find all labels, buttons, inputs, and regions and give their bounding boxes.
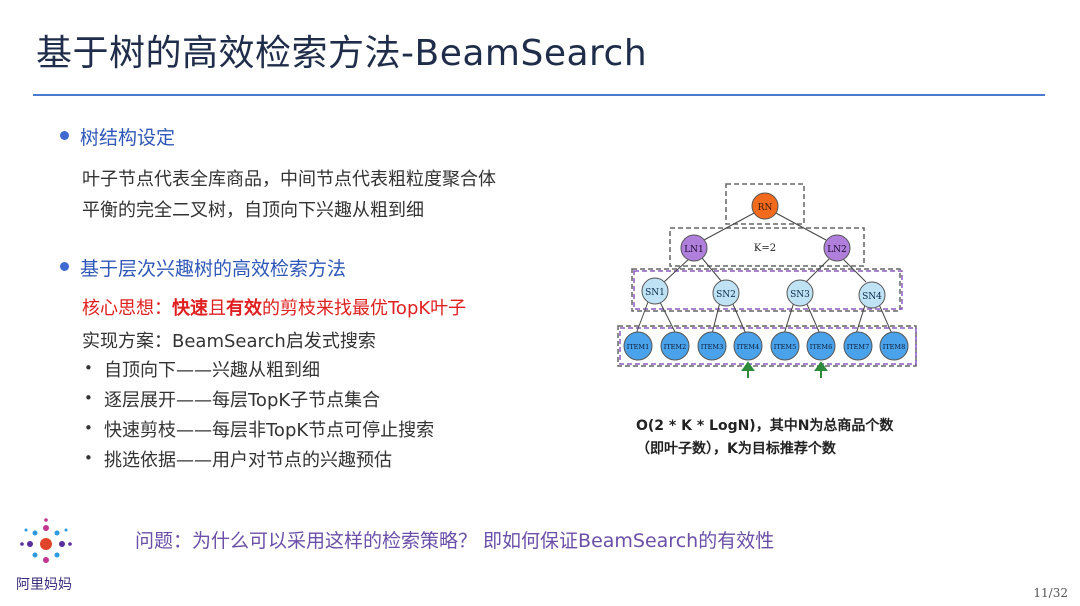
beam-search-tree-diagram: RN K=2 LN1 LN2 SN1 SN2 SN3 SN4 ITEM1 ITE… bbox=[617, 183, 917, 378]
level2-node bbox=[712, 279, 740, 307]
section1-bullet bbox=[60, 131, 69, 140]
logo-text: 阿里妈妈 bbox=[16, 577, 72, 593]
section1-heading: 树结构设定 bbox=[80, 127, 176, 149]
core-idea-bold-effective: 有效 bbox=[226, 298, 262, 319]
bullet-marker: • bbox=[84, 449, 93, 467]
question-text: 问题：为什么可以采用这样的检索策略？ 即如何保证BeamSearch的有效性 bbox=[135, 530, 775, 552]
leaf-node bbox=[660, 331, 690, 361]
core-idea-bold-fast: 快速 bbox=[172, 298, 208, 319]
tree-edges bbox=[635, 211, 893, 335]
selection-arrows bbox=[741, 361, 828, 378]
level3-selection-highlight bbox=[619, 327, 917, 365]
level1-box bbox=[669, 227, 865, 267]
leaf-node bbox=[843, 331, 873, 361]
leaf-node bbox=[770, 331, 800, 361]
level1-node-label: LN2 bbox=[827, 245, 847, 255]
title-divider bbox=[33, 94, 1045, 96]
bullet-marker: • bbox=[84, 389, 93, 407]
leaf-node-label: ITEM6 bbox=[810, 343, 832, 351]
level2-node-label: SN4 bbox=[862, 292, 882, 302]
page-number: 11/32 bbox=[1033, 586, 1068, 600]
level1-node-label: LN1 bbox=[684, 245, 704, 255]
level2-node-label: SN2 bbox=[716, 290, 736, 300]
leaf-node bbox=[879, 331, 909, 361]
arrow-item4-head bbox=[741, 361, 755, 371]
leaf-node bbox=[623, 331, 653, 361]
root-node-label: RN bbox=[758, 203, 773, 213]
plan-bullet-2: 逐层展开——每层TopK子节点集合 bbox=[104, 390, 381, 411]
plan-bullet-1: 自顶向下——兴趣从粗到细 bbox=[104, 360, 320, 381]
leaf-node-label: ITEM1 bbox=[627, 343, 649, 351]
section1-line-1: 叶子节点代表全库商品，中间节点代表粗粒度聚合体 bbox=[82, 169, 496, 190]
level2-node-label: SN1 bbox=[645, 288, 665, 298]
leaf-node-label: ITEM2 bbox=[664, 343, 686, 351]
level2-box bbox=[631, 268, 901, 312]
bullet-marker: • bbox=[84, 419, 93, 437]
level2-node bbox=[786, 279, 814, 307]
leaf-node bbox=[806, 331, 836, 361]
core-idea-prefix: 核心思想： bbox=[82, 298, 172, 319]
section1-line-2: 平衡的完全二叉树，自顶向下兴趣从粗到细 bbox=[82, 200, 424, 221]
leaf-node bbox=[733, 331, 763, 361]
core-idea-mid: 且 bbox=[208, 298, 226, 319]
core-idea: 核心思想：快速且有效的剪枝来找最优TopK叶子 bbox=[82, 294, 466, 320]
leaf-node-label: ITEM7 bbox=[847, 343, 869, 351]
leaf-nodes: ITEM1 ITEM2 ITEM3 ITEM4 ITEM5 ITEM6 ITEM… bbox=[623, 331, 909, 361]
level1-node bbox=[823, 234, 851, 262]
leaf-node-label: ITEM3 bbox=[701, 343, 723, 351]
level0-box bbox=[725, 183, 805, 225]
level2-node-label: SN3 bbox=[790, 290, 810, 300]
k-label: K=2 bbox=[754, 243, 776, 254]
alimama-logo-icon bbox=[20, 518, 72, 563]
arrow-item6-head bbox=[814, 361, 828, 371]
level2-selection-highlight bbox=[633, 270, 903, 310]
complexity-formula-line-2: （即叶子数），K为目标推荐个数 bbox=[636, 441, 836, 457]
slide-title: 基于树的高效检索方法-BeamSearch bbox=[36, 33, 648, 74]
leaf-node-label: ITEM4 bbox=[737, 343, 759, 351]
core-idea-suffix: 的剪枝来找最优TopK叶子 bbox=[262, 298, 467, 319]
leaf-node bbox=[697, 331, 727, 361]
plan-bullet-3: 快速剪枝——每层非TopK节点可停止搜索 bbox=[104, 420, 435, 441]
bullet-marker: • bbox=[84, 359, 93, 377]
level1-node bbox=[680, 234, 708, 262]
level3-box bbox=[617, 325, 917, 367]
implementation-plan: 实现方案：BeamSearch启发式搜索 bbox=[82, 331, 376, 352]
section2-bullet bbox=[60, 262, 69, 271]
complexity-formula-line-1: O(2 * K * LogN)，其中N为总商品个数 bbox=[636, 418, 894, 434]
level2-node bbox=[858, 281, 886, 309]
root-node bbox=[751, 192, 779, 220]
leaf-node-label: ITEM5 bbox=[774, 343, 796, 351]
plan-bullet-4: 挑选依据——用户对节点的兴趣预估 bbox=[104, 450, 392, 471]
level2-node bbox=[641, 277, 669, 305]
section2-heading: 基于层次兴趣树的高效检索方法 bbox=[80, 258, 347, 280]
leaf-node-label: ITEM8 bbox=[883, 343, 905, 351]
